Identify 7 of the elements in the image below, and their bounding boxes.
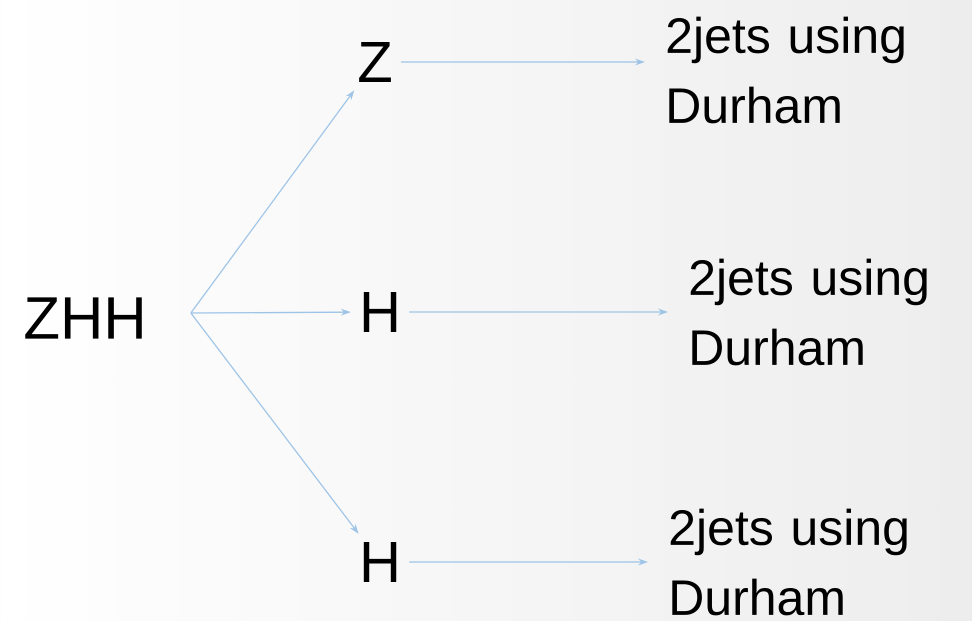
node-label: H <box>364 292 396 332</box>
result-text: 2jets using Durham <box>690 258 927 366</box>
result-text: 2jets using Durham <box>670 508 907 616</box>
node-label: H <box>364 542 396 582</box>
node-label: ZHH <box>25 297 142 339</box>
node-label: Z <box>359 42 391 82</box>
result-text: 2jets using Durham <box>668 16 904 124</box>
